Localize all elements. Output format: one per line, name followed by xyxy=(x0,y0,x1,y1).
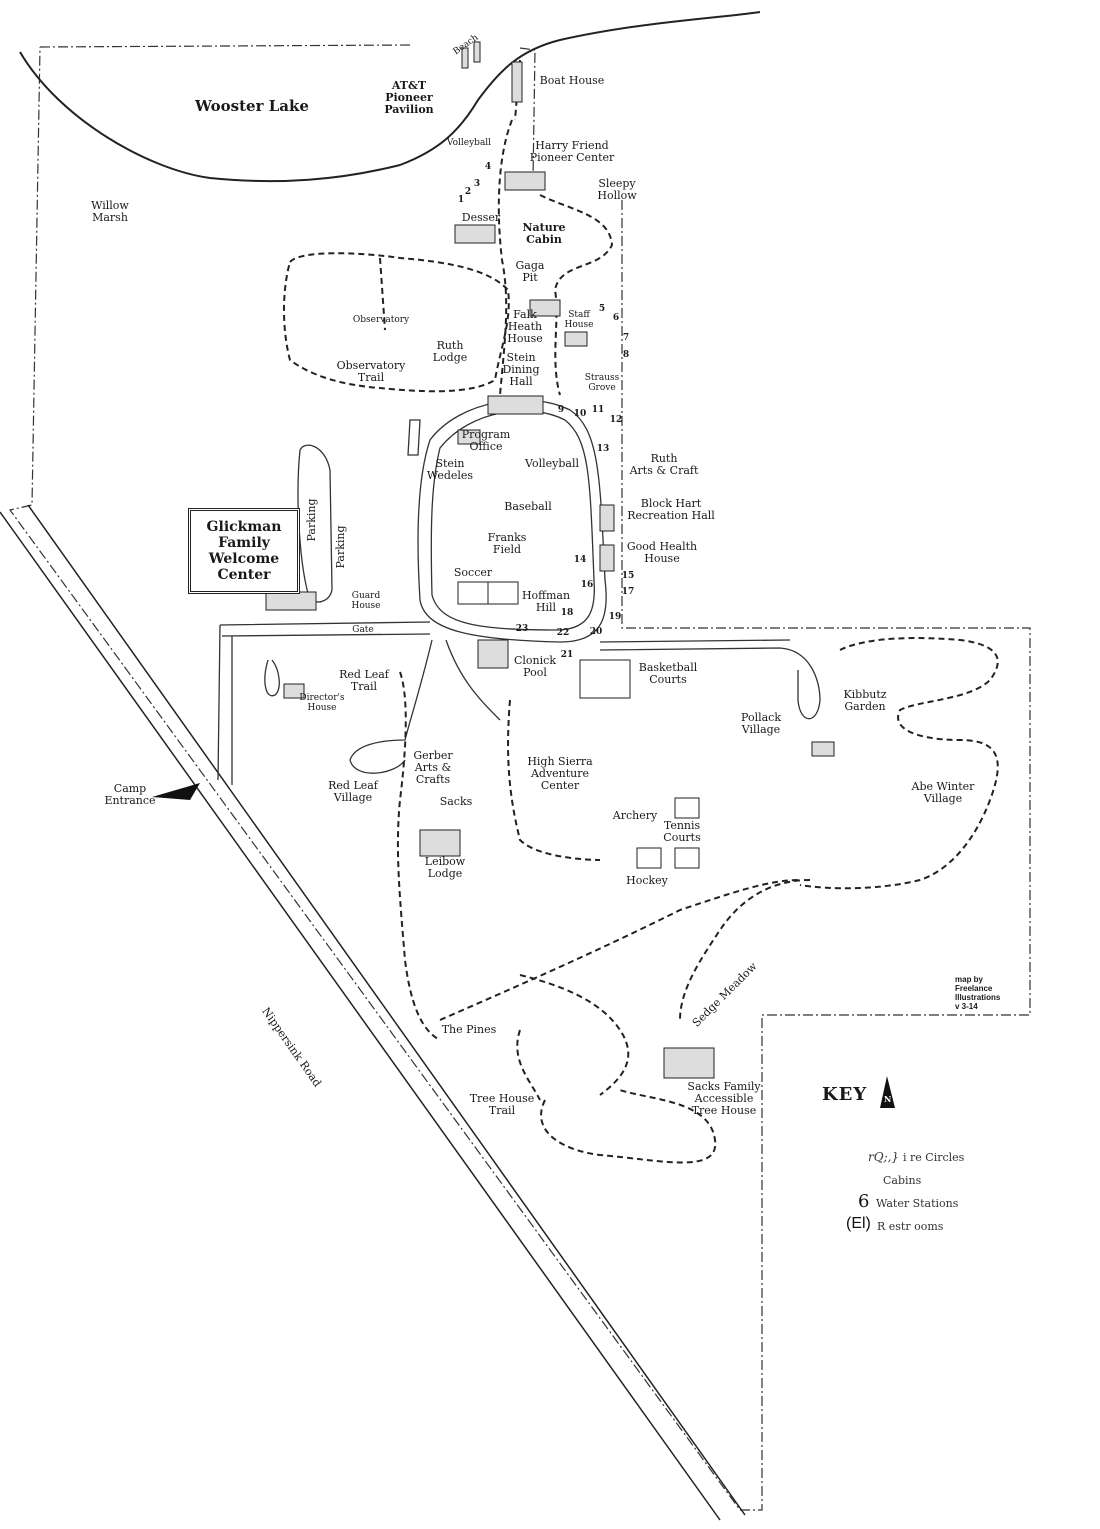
label-ruth-arts: Ruth Arts & Craft xyxy=(629,452,699,477)
cabin-number: 22 xyxy=(556,628,570,638)
cabin-number: 20 xyxy=(589,627,603,637)
label-tennis: Tennis Courts xyxy=(663,819,701,844)
cabin-number: 1 xyxy=(457,195,465,205)
key-title: KEY xyxy=(822,1084,868,1105)
label-guard-house: Guard House xyxy=(351,591,381,611)
property-boundary xyxy=(8,44,1031,1511)
label-harry-friend: Harry Friend Pioneer Center xyxy=(529,139,615,164)
label-gerber-arts: Gerber Arts & Crafts xyxy=(413,749,453,786)
cabin-number: 5 xyxy=(598,304,606,314)
label-staff-house: Staff House xyxy=(564,310,594,330)
label-clonick-pool: Clonick Pool xyxy=(514,654,556,679)
label-abe-winter: Abe Winter Village xyxy=(911,780,975,805)
label-stein-wedeles: Stein Wedeles xyxy=(426,457,474,482)
label-desser: Desser xyxy=(461,211,501,224)
cabin-number: 13 xyxy=(596,444,610,454)
label-volleyball-north: Volleyball xyxy=(446,138,492,148)
label-kibbutz-garden: Kibbutz Garden xyxy=(843,688,887,713)
label-tree-house-trail: Tree House Trail xyxy=(469,1092,535,1117)
label-soccer: Soccer xyxy=(453,566,493,579)
key-label-cabins: Cabins xyxy=(883,1174,922,1187)
sports-fields xyxy=(457,581,700,869)
label-stein-dining: Stein Dining Hall xyxy=(502,351,540,388)
lake-label: Wooster Lake xyxy=(195,97,309,115)
cabin-number: 19 xyxy=(608,612,622,622)
cabin-number: 11 xyxy=(591,405,605,415)
cabin-number: 8 xyxy=(622,350,630,360)
camp-entrance-arrow xyxy=(152,783,200,800)
label-sacks: Sacks xyxy=(439,795,473,808)
key-label-fire-circles: i re Circles xyxy=(903,1151,965,1164)
buildings xyxy=(265,41,835,1079)
label-high-sierra: High Sierra Adventure Center xyxy=(527,755,593,792)
label-block-hart: Block Hart Recreation Hall xyxy=(627,497,715,522)
label-boat-house: Boat House xyxy=(539,74,605,87)
key-symbol-water: 6 xyxy=(858,1191,870,1212)
label-basketball: Basketball Courts xyxy=(638,661,698,686)
label-sacks-tree-house: Sacks Family Accessible Tree House xyxy=(687,1080,761,1117)
label-willow-marsh: Willow Marsh xyxy=(91,199,129,224)
map-credit: map by Freelance Illustrations v 3-14 xyxy=(955,975,1001,1011)
cabin-number: 3 xyxy=(473,179,481,189)
label-camp-entrance: Camp Entrance xyxy=(104,782,156,807)
label-gate: Gate xyxy=(352,625,374,635)
label-franks-field: Franks Field xyxy=(487,531,527,556)
cabin-number: 4 xyxy=(484,162,492,172)
cabin-number: 15 xyxy=(621,571,635,581)
label-archery: Archery xyxy=(612,809,658,822)
label-gaga-pit: Gaga Pit xyxy=(515,259,545,284)
cabin-number: 21 xyxy=(560,650,574,660)
lake-shoreline xyxy=(19,11,761,183)
label-volleyball-field: Volleyball xyxy=(525,457,579,470)
label-baseball: Baseball xyxy=(504,500,552,513)
cabin-number: 6 xyxy=(612,313,620,323)
label-hoffman-hill: Hoffman Hill xyxy=(521,589,571,614)
label-hockey: Hockey xyxy=(626,874,668,887)
label-directors-house: Director's House xyxy=(299,693,345,713)
label-att-pavilion: AT&T Pioneer Pavilion xyxy=(384,79,434,116)
label-sleepy-hollow: Sleepy Hollow xyxy=(597,177,637,202)
cabin-number: 12 xyxy=(609,415,623,425)
key-label-restrooms: R estr ooms xyxy=(877,1220,944,1233)
label-red-leaf-trail: Red Leaf Trail xyxy=(339,668,389,693)
north-arrow-icon xyxy=(880,1076,895,1108)
label-program-office: Program Office xyxy=(461,428,511,453)
welcome-center-sign: Glickman Family Welcome Center xyxy=(188,508,300,594)
label-strauss-grove: Strauss Grove xyxy=(584,373,620,393)
cabin-number: 7 xyxy=(622,333,630,343)
key-symbol-fire: rQ;,} xyxy=(868,1150,900,1164)
label-the-pines: The Pines xyxy=(441,1023,497,1036)
cabin-number: 14 xyxy=(573,555,587,565)
key-symbol-restrooms: (El) xyxy=(846,1215,871,1232)
label-red-leaf-village: Red Leaf Village xyxy=(328,779,378,804)
cabin-number: 23 xyxy=(515,624,529,634)
cabin-number: 10 xyxy=(573,409,587,419)
cabin-number: 2 xyxy=(464,187,472,197)
cabin-number: 18 xyxy=(560,608,574,618)
label-parking-1: Parking xyxy=(305,498,318,542)
label-pollack-village: Pollack Village xyxy=(741,711,781,736)
cabin-number: 17 xyxy=(621,587,635,597)
dashed-trails xyxy=(283,59,999,1164)
label-leibow-lodge: Leibow Lodge xyxy=(424,855,466,880)
cabin-number: 9 xyxy=(557,405,565,415)
cabin-number: 16 xyxy=(580,580,594,590)
label-nature-cabin: Nature Cabin xyxy=(522,221,566,246)
label-good-health: Good Health House xyxy=(626,540,698,565)
label-observatory-trail: Observatory Trail xyxy=(336,359,406,384)
label-parking-2: Parking xyxy=(334,525,347,569)
label-ruth-lodge: Ruth Lodge xyxy=(432,339,468,364)
north-letter: N xyxy=(884,1094,892,1104)
label-observatory: Observatory xyxy=(352,315,410,325)
nippersink-road xyxy=(0,504,746,1521)
key-label-water-stations: Water Stations xyxy=(876,1197,959,1210)
label-falk-heath: Falk Heath House xyxy=(507,308,543,345)
